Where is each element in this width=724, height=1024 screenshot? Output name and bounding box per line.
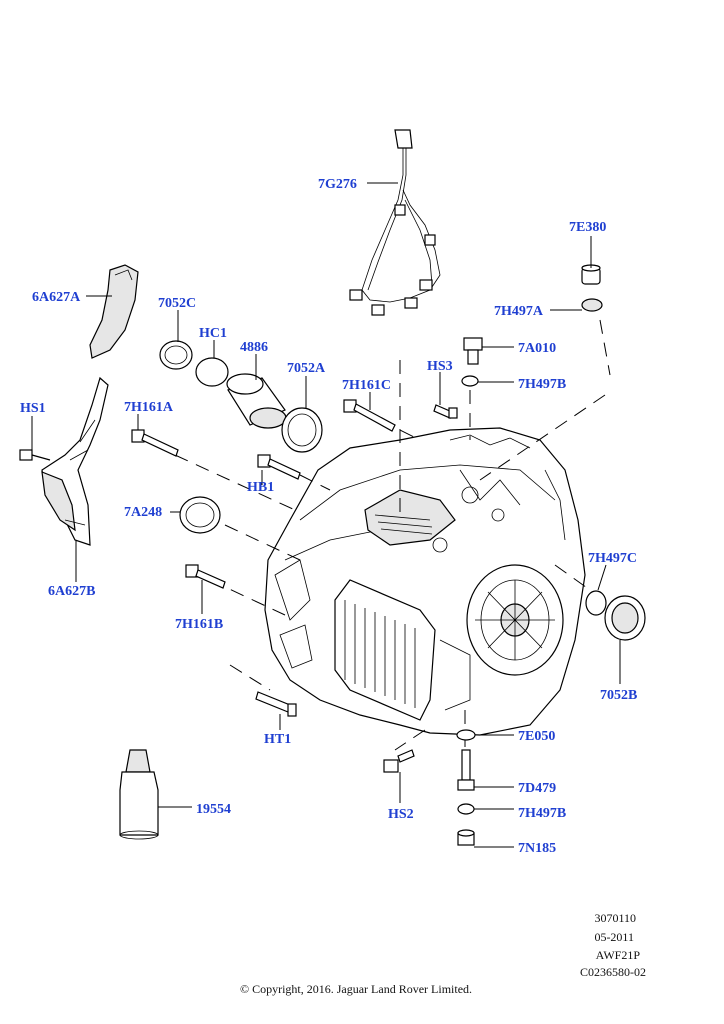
callout-7n185: 7N185 <box>518 841 556 856</box>
callout-6a627a: 6A627A <box>32 290 81 305</box>
stud-ht1 <box>255 691 297 717</box>
callout-4886: 4886 <box>240 340 268 355</box>
seal-7h497b-top <box>461 375 479 387</box>
bracket-6a627b <box>41 376 109 546</box>
meta-line-3: AWF21P <box>596 948 641 962</box>
plug-7a010 <box>463 337 483 365</box>
bolt-hb1 <box>257 454 301 480</box>
callout-hs2: HS2 <box>388 807 414 822</box>
bolt-7h161b <box>185 564 226 589</box>
callout-7052b: 7052B <box>600 688 637 703</box>
rings <box>159 340 646 641</box>
callout-7a248: 7A248 <box>124 505 162 520</box>
callout-hs3: HS3 <box>427 359 453 374</box>
plug-7d479 <box>457 749 475 791</box>
bolt-hs1 <box>19 449 51 461</box>
callout-7h497b-bottom: 7H497B <box>518 806 566 821</box>
copyright: © Copyright, 2016. Jaguar Land Rover Lim… <box>240 982 472 996</box>
callout-7h497b-top: 7H497B <box>518 377 566 392</box>
bolt-7h161c <box>343 399 396 432</box>
callout-19554: 19554 <box>196 802 231 817</box>
callout-7h161a: 7H161A <box>124 400 174 415</box>
callout-7e380: 7E380 <box>569 220 606 235</box>
callout-ht1: HT1 <box>264 732 291 747</box>
callout-6a627b: 6A627B <box>48 584 95 599</box>
ring-7052c <box>159 340 193 370</box>
callout-7052c: 7052C <box>158 296 196 311</box>
drawing-meta: 3070110 05-2011 AWF21P C0236580-02 © Cop… <box>240 911 646 996</box>
callout-7e050: 7E050 <box>518 729 555 744</box>
callout-7052a: 7052A <box>287 361 326 376</box>
callout-7h497c: 7H497C <box>588 551 637 566</box>
ring-7a248 <box>179 496 221 534</box>
oring-7h497c <box>585 590 607 616</box>
callout-hs1: HS1 <box>20 401 46 416</box>
callout-labels: 7G276 7E380 6A627A 7052C HC1 4886 7052A … <box>20 177 637 856</box>
callout-7h161c: 7H161C <box>342 378 391 393</box>
seal-7052a <box>281 407 323 453</box>
wiring-harness <box>349 129 441 316</box>
leader-lines <box>31 182 621 848</box>
meta-line-2: 05-2011 <box>594 930 634 944</box>
bolt-hs3 <box>433 404 458 419</box>
callout-7h161b: 7H161B <box>175 617 223 632</box>
bolt-7h161a <box>131 429 179 457</box>
callout-hc1: HC1 <box>199 326 227 341</box>
seal-7e050 <box>456 729 476 741</box>
clip-hc1 <box>195 357 229 387</box>
meta-line-1: 3070110 <box>594 911 636 925</box>
plug-7n185 <box>457 829 475 846</box>
sleeve-4886 <box>226 373 287 429</box>
hardware <box>19 264 603 846</box>
callout-7a010: 7A010 <box>518 341 556 356</box>
seal-7052b <box>604 595 646 641</box>
transmission-housing <box>264 427 586 736</box>
bolt-hs2 <box>383 749 415 773</box>
seal-7h497a <box>581 298 603 312</box>
bracket-6a627a <box>89 264 139 359</box>
callout-7g276: 7G276 <box>318 177 357 192</box>
seal-7h497b-bottom <box>457 803 475 815</box>
callout-7h497a: 7H497A <box>494 304 544 319</box>
callout-7d479: 7D479 <box>518 781 556 796</box>
callout-hb1: HB1 <box>247 480 274 495</box>
meta-line-4: C0236580-02 <box>580 965 646 979</box>
sealant-bottle-19554 <box>119 749 159 840</box>
